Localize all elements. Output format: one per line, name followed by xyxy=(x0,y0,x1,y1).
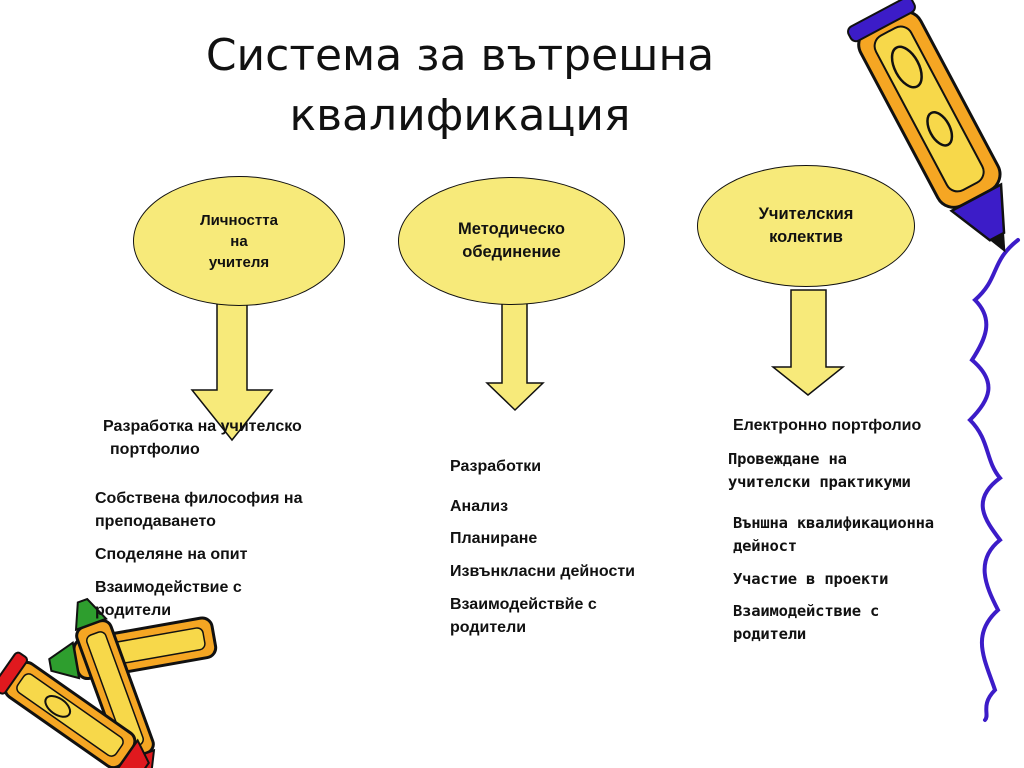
left-heading-line-2: портфолио xyxy=(110,441,200,458)
right-heading: Електронно портфолио xyxy=(733,417,922,434)
left-item-1b: преподаването xyxy=(95,513,216,530)
crayons-icon xyxy=(0,597,218,768)
arrow-middle xyxy=(485,299,545,412)
node-personality-line-3: учителя xyxy=(208,253,270,271)
middle-item-5: Взаимодействйе с xyxy=(450,596,597,613)
right-item-4: Взаимодействие с xyxy=(733,602,880,620)
node-collective: Учителския колектив xyxy=(697,165,915,287)
right-item-2: Външна квалификационна xyxy=(733,514,934,532)
node-personality: Личността на учителя xyxy=(133,176,345,306)
title-line-2: квалификация xyxy=(289,90,631,141)
node-collective-line-1: Учителския xyxy=(758,205,854,223)
arrow-left xyxy=(190,302,274,442)
node-personality-line-2: на xyxy=(230,232,248,250)
page-title: Система за вътрешна квалификация xyxy=(150,26,770,146)
node-collective-line-2: колектив xyxy=(769,228,843,246)
left-heading-line-1: Разработка на учителско xyxy=(103,418,302,435)
title-line-1: Система за вътрешна xyxy=(205,30,715,81)
right-item-2b: дейност xyxy=(733,537,797,555)
node-methodical-line-1: Методическо xyxy=(458,220,565,238)
middle-item-5b: родители xyxy=(450,619,527,636)
arrow-right xyxy=(770,289,846,396)
left-item-3b: родители xyxy=(95,602,172,619)
pencil-icon xyxy=(847,0,1006,253)
node-methodical: Методическо обединение xyxy=(398,177,625,305)
middle-item-3: Планиране xyxy=(450,530,538,547)
squiggle-line-icon xyxy=(967,238,1020,722)
middle-item-4: Извънкласни дейности xyxy=(450,563,636,580)
left-item-3: Взаимодействие с xyxy=(95,579,242,596)
right-item-3: Участие в проекти xyxy=(733,570,889,588)
left-item-2: Споделяне на опит xyxy=(95,546,248,563)
right-item-1b: учителски практикуми xyxy=(728,473,911,491)
middle-item-1: Разработки xyxy=(450,458,542,475)
right-item-1: Провеждане на xyxy=(728,450,847,468)
left-item-1: Собствена философия на xyxy=(95,490,303,507)
right-item-4b: родители xyxy=(733,625,807,643)
middle-item-2: Анализ xyxy=(450,498,509,515)
node-methodical-line-2: обединение xyxy=(462,243,561,261)
node-personality-line-1: Личността xyxy=(200,211,278,229)
